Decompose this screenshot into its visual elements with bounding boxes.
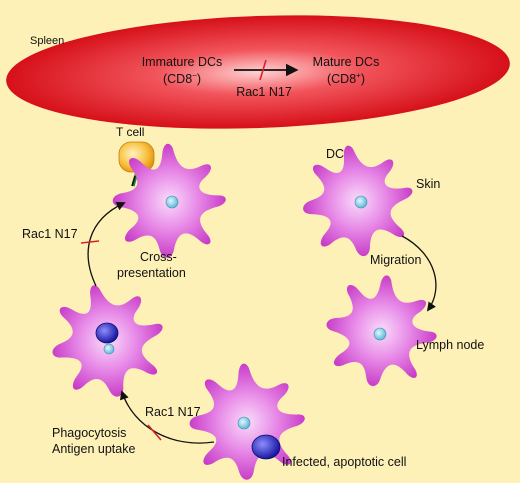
- spleen-rac1-label: Rac1 N17: [236, 85, 292, 99]
- cross-presentation-inhibition-mark: [80, 240, 100, 244]
- migration-arrow: [401, 235, 437, 312]
- cross-presentation-arrow: [87, 201, 126, 287]
- cross-presentation-label-1: Cross-: [140, 250, 177, 264]
- spleen-region: Spleen Immature DCs (CD8−) Mature DCs (C…: [6, 15, 510, 129]
- engulfed-apoptotic-cell: [95, 322, 119, 344]
- t-cell-contact-dark: [131, 175, 136, 187]
- uptake-rac1-label: Rac1 N17: [145, 405, 201, 419]
- phagocytosis-label: Phagocytosis: [52, 426, 126, 440]
- skin-label: Skin: [416, 177, 440, 191]
- antigen-uptake-label: Antigen uptake: [52, 442, 135, 456]
- cross-presentation-label-2: presentation: [117, 266, 186, 280]
- dc-uptake-nucleus: [103, 343, 115, 355]
- infected-apoptotic-cell: [251, 434, 281, 460]
- dc-lymph-nucleus: [373, 327, 387, 341]
- maturation-inhibition-mark: [259, 59, 267, 81]
- dc-bottom-nucleus: [237, 416, 251, 430]
- migration-label: Migration: [370, 253, 421, 267]
- immature-dcs-label: Immature DCs: [142, 55, 223, 69]
- infected-cell-label: Infected, apoptotic cell: [282, 455, 406, 469]
- uptake-arrow: [119, 390, 215, 444]
- lymph-node-label: Lymph node: [416, 338, 484, 352]
- spleen-label: Spleen: [30, 35, 64, 47]
- spleen-shape: [6, 15, 510, 129]
- cross-rac1-label: Rac1 N17: [22, 227, 78, 241]
- dc-cross-nucleus: [165, 195, 179, 209]
- immature-cd8-label: (CD8−): [163, 71, 201, 86]
- t-cell-label: T cell: [116, 125, 144, 139]
- uptake-inhibition-mark: [147, 424, 162, 441]
- dc-skin-nucleus: [354, 195, 368, 209]
- dc-label: DC: [326, 147, 344, 161]
- mature-cd8-label: (CD8+): [327, 71, 365, 86]
- mature-dcs-label: Mature DCs: [313, 55, 380, 69]
